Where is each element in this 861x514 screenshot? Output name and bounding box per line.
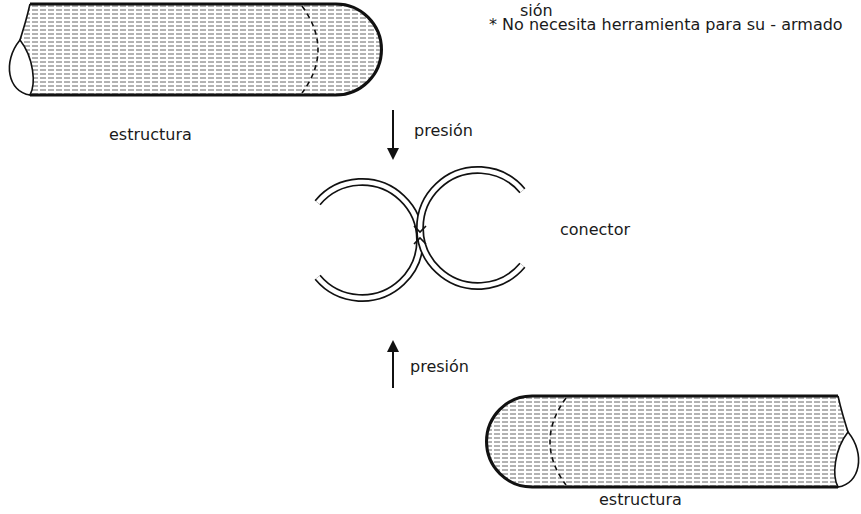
force-label: presión: [410, 356, 469, 377]
part-label: estructura: [109, 124, 192, 145]
connector-clip: [318, 170, 523, 298]
part-label: conector: [560, 219, 630, 240]
pressure-arrow-top: [387, 110, 399, 160]
part-label: estructura: [599, 489, 682, 510]
structure-tube-bottom: [468, 392, 861, 492]
pressure-arrow-bottom: [387, 340, 399, 388]
structure-tube-top: [0, 0, 400, 100]
force-label: presión: [414, 120, 473, 141]
note-text: * No necesita herramienta para su - arma…: [489, 14, 857, 35]
